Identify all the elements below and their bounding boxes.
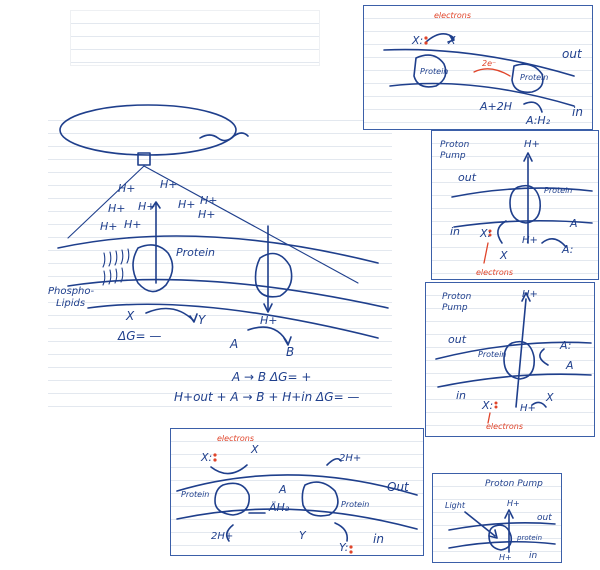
protein-label: Protein <box>181 490 209 499</box>
out-label: out <box>458 171 477 184</box>
proton-pump-light-panel: Proton Pump Light H+ out in protein H+ <box>432 473 562 563</box>
x-dots-label: X: <box>481 399 493 412</box>
protein-label: Protein <box>341 500 369 509</box>
two-h-label: 2H+ <box>339 453 361 464</box>
delta-g-label: ΔG= — <box>117 329 161 343</box>
electrons-label: electrons <box>217 434 254 443</box>
out-label: out <box>562 47 583 61</box>
light-label: Light <box>445 501 466 510</box>
in-label: in <box>450 225 460 238</box>
protein-label: Protein <box>520 73 548 82</box>
a-dots-label: A: <box>559 339 571 352</box>
a-dots-label: A: <box>561 243 573 256</box>
x-label: X <box>447 34 456 47</box>
a-label: A <box>569 217 578 230</box>
panel-title: Proton <box>440 140 470 150</box>
in-label: in <box>572 105 583 119</box>
h-plus-label: H+ <box>108 202 126 215</box>
equation-2: H+out + A → B + H+in ΔG= — <box>174 390 359 404</box>
panel-title: Pump <box>440 151 466 161</box>
h-plus-label: H+ <box>520 403 536 414</box>
h-plus-label: H+ <box>522 235 538 246</box>
in-label: in <box>373 532 384 546</box>
out-label: out <box>537 513 552 523</box>
x-dots-label: X: <box>200 451 212 464</box>
x-label: X <box>545 391 554 404</box>
y-label: Y <box>299 529 307 542</box>
h-plus-label: H+ <box>524 139 540 150</box>
proton-pump-panel-1: Proton Pump H+ out in Protein X: X H+ A … <box>431 130 599 280</box>
x-dots-label: X: <box>479 227 491 240</box>
h-plus-label: H+ <box>118 182 136 195</box>
product-label: A:H₂ <box>525 114 551 127</box>
a-label: A <box>278 483 287 496</box>
x-label: X <box>125 309 135 323</box>
proton-pump-panel-2: Proton Pump H+ out in Protein A: A X: X … <box>425 282 595 437</box>
product-label: ÄH₂ <box>268 501 290 514</box>
protein-label: Protein <box>544 186 572 195</box>
h-plus-label: H+ <box>200 194 218 207</box>
panel-title: Proton Pump <box>485 479 543 489</box>
h-plus-label: H+ <box>507 499 520 508</box>
h-plus-label: H+ <box>198 208 216 221</box>
y-label: Y <box>198 313 207 327</box>
out-label: Out <box>387 480 410 494</box>
h-plus-label: H+ <box>522 289 538 300</box>
electron-protein-panel: electrons X: X 2H+ Protein Protein A ÄH₂… <box>170 428 424 556</box>
h-plus-label: H+ <box>100 220 118 233</box>
protein-label: Protein <box>176 246 215 259</box>
protein-label: Protein <box>478 350 506 359</box>
equation-1: A → B ΔG= + <box>231 370 311 384</box>
electrons-label: electrons <box>476 268 513 277</box>
panel-title: Pump <box>442 303 468 313</box>
out-label: out <box>448 333 467 346</box>
electrons-label: electrons <box>486 422 523 431</box>
panel-title: Proton <box>442 292 472 302</box>
a-label: A <box>229 337 238 351</box>
h-plus-label: H+ <box>260 314 278 327</box>
h-plus-label: H+ <box>499 553 512 562</box>
protein-label: Protein <box>420 67 448 76</box>
x-dots-label: X: <box>411 34 423 47</box>
in-label: in <box>456 389 466 402</box>
y-dots-label: Y: <box>339 541 348 554</box>
protein-label: protein <box>516 534 542 542</box>
blank-note-card <box>70 10 320 66</box>
b-label: B <box>286 345 294 359</box>
two-electrons-label: 2e⁻ <box>482 59 496 68</box>
x-label: X <box>499 249 508 262</box>
two-h-label: 2H+ <box>211 531 233 542</box>
electrons-label: electrons <box>434 11 471 20</box>
main-membrane-sketch: H+ H+ H+ H+ H+ H+ H+ H+ H+ H+ Protein Ph… <box>48 104 392 408</box>
reaction-label: A+2H <box>479 100 512 113</box>
phospholipids-label: Lipids <box>56 298 85 309</box>
in-label: in <box>529 551 538 561</box>
h-plus-label: H+ <box>124 218 142 231</box>
x-label: X <box>250 443 259 456</box>
phospholipids-label: Phospho- <box>48 286 95 297</box>
h-plus-label: H+ <box>138 200 156 213</box>
electron-transfer-panel: electrons X: X Protein Protein 2e⁻ out i… <box>363 5 593 130</box>
a-label: A <box>565 359 574 372</box>
h-plus-label: H+ <box>178 198 196 211</box>
h-plus-label: H+ <box>160 178 178 191</box>
